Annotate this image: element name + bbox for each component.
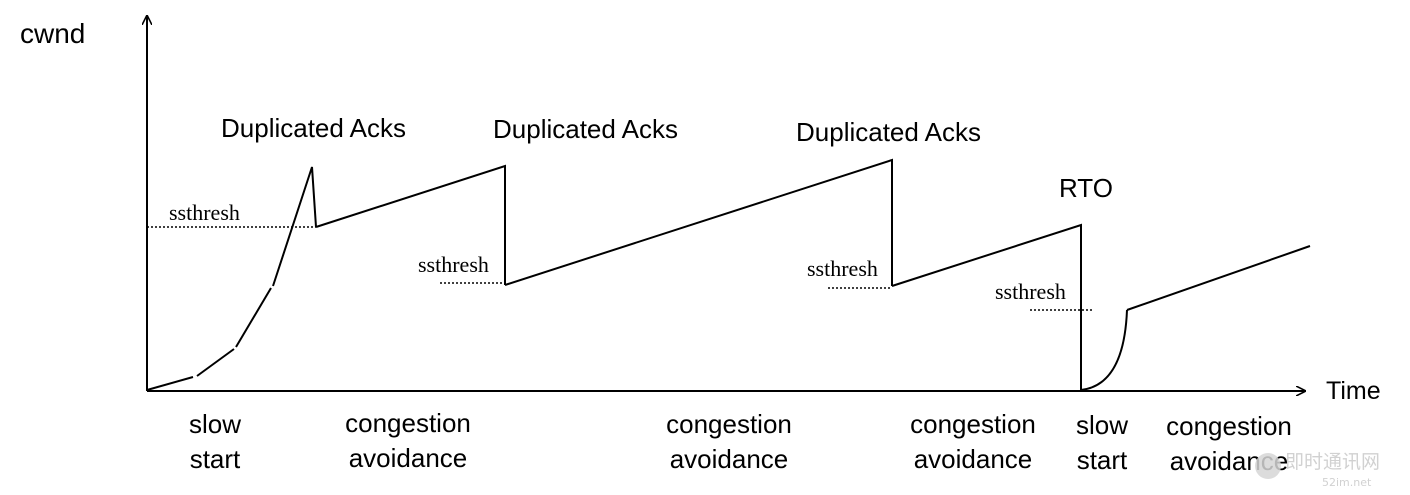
ssthresh-label-2: ssthresh [418,252,489,277]
phase-3-line2: avoidance [670,444,789,474]
phase-1-line2: start [190,444,241,474]
watermark: 即时通讯网 52im.net [1255,451,1380,489]
phase-4-line1: congestion [910,409,1036,439]
congestion-avoidance-segment-2 [504,158,893,286]
slow-start-segment-1 [146,376,194,391]
ssthresh-label-1: ssthresh [169,200,240,225]
event-label-3: Duplicated Acks [796,117,981,147]
congestion-avoidance-segment-4 [1126,245,1311,311]
watermark-url: 52im.net [1322,476,1372,489]
ssthresh-label-4: ssthresh [995,279,1066,304]
slow-start-segment-3 [235,287,272,348]
event-label-4: RTO [1059,173,1113,203]
phase-1-line1: slow [189,409,241,439]
ssthresh-label-3: ssthresh [807,256,878,281]
phase-6-line1: congestion [1166,411,1292,441]
slow-start-curve-after-rto [1080,309,1128,391]
watermark-text: 即时通讯网 [1285,451,1380,473]
congestion-avoidance-segment-1 [315,164,506,285]
phase-5-line1: slow [1076,410,1128,440]
phase-3-line1: congestion [666,409,792,439]
event-label-2: Duplicated Acks [493,114,678,144]
phase-5-line2: start [1077,445,1128,475]
phase-2-line2: avoidance [349,443,468,473]
slow-start-segment-4 [272,166,317,287]
slow-start-segment-2 [196,348,235,377]
watermark-logo-icon [1255,453,1281,479]
congestion-avoidance-segment-3 [891,223,1082,390]
x-axis-label: Time [1326,377,1381,405]
phase-2-line1: congestion [345,408,471,438]
phase-labels: slow start congestion avoidance congesti… [189,408,1292,476]
ssthresh-lines [147,226,1094,311]
event-label-1: Duplicated Acks [221,113,406,143]
cwnd-curve [146,158,1311,391]
phase-4-line2: avoidance [914,444,1033,474]
y-axis-label: cwnd [20,18,85,49]
